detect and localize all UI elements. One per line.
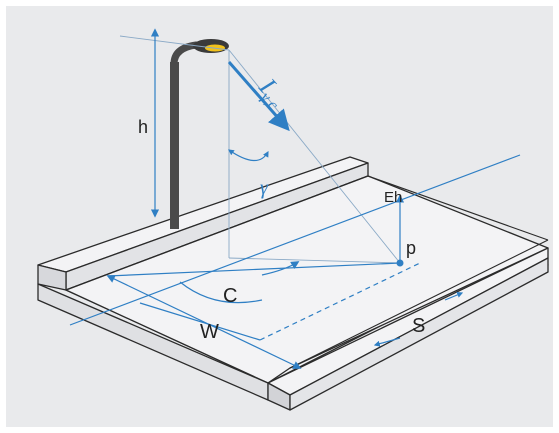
c-arc-lower [179,281,263,304]
road-far-edge [367,175,549,241]
ground-projection-line [228,257,401,264]
near-curb-face [289,257,549,411]
label-w: W [200,321,219,343]
far-kerb-line [65,175,369,291]
spacing-guide-dashed [259,262,421,341]
spacing-arrow-right [444,292,464,301]
point-p-dot [396,259,404,267]
label-c: C [223,285,237,307]
height-top-guide [119,35,230,51]
spacing-arrow-left [373,337,401,347]
c-arc-upper [261,261,300,276]
label-gamma: γ [260,177,269,199]
label-h: h [138,117,148,137]
near-kerb-line [289,239,549,369]
p-to-edge-line [107,262,401,277]
label-s: S [412,315,425,337]
label-eh: Eh [384,189,402,206]
label-p: p [406,238,416,258]
gamma-arc [228,149,269,162]
intensity-arrow [227,61,290,132]
light-ray-line [228,49,401,264]
width-dimension [106,275,302,369]
lamp-pole [170,62,179,229]
blue-dimensions [69,28,521,369]
